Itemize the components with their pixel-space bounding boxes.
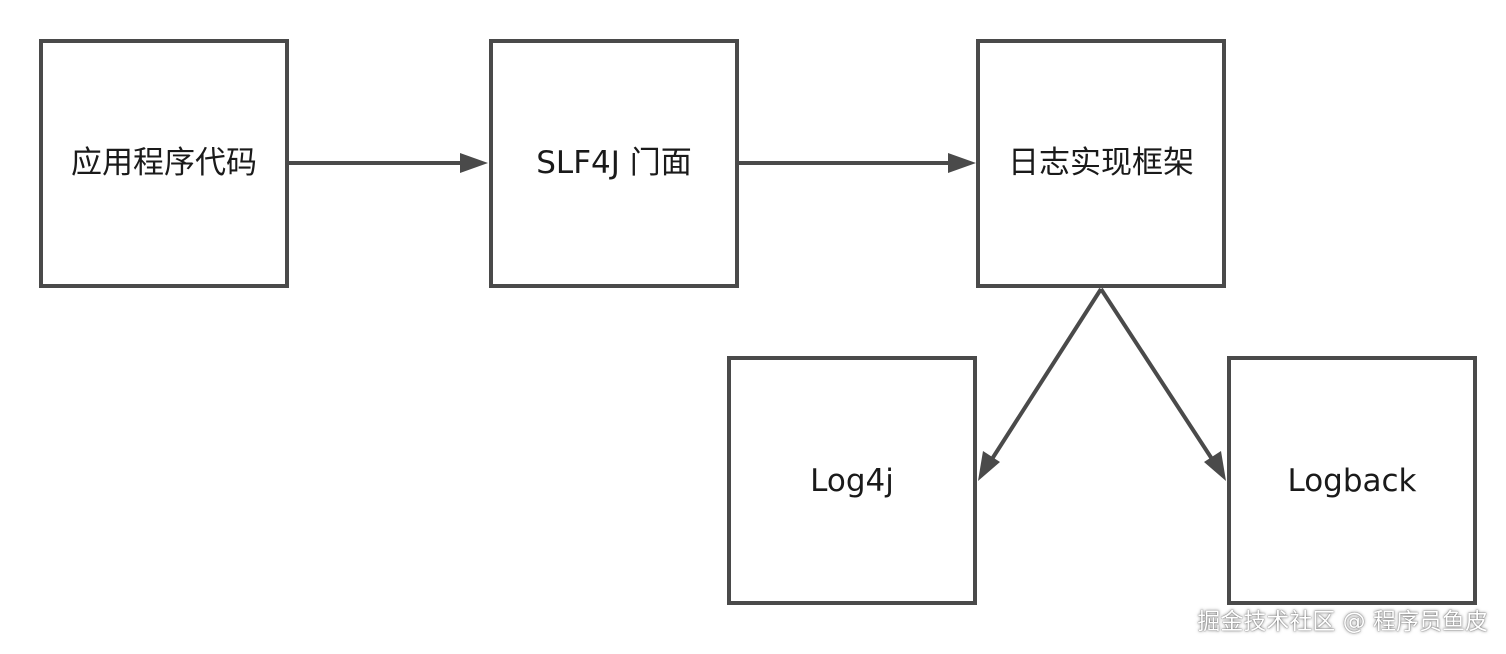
arrowhead-icon bbox=[978, 451, 1000, 481]
edge-app-code-to-slf4j bbox=[289, 153, 488, 173]
node-log4j-label: Log4j bbox=[810, 463, 894, 499]
edge-impl-to-logback bbox=[1099, 287, 1226, 481]
node-logback: Logback bbox=[1227, 356, 1477, 605]
node-logging-impl: 日志实现框架 bbox=[976, 39, 1226, 288]
arrowhead-icon bbox=[948, 153, 976, 173]
node-logging-impl-label: 日志实现框架 bbox=[1008, 145, 1194, 181]
watermark: 掘金技术社区 @ 程序员鱼皮 bbox=[1197, 609, 1488, 635]
edge-line bbox=[990, 287, 1103, 461]
edge-slf4j-to-impl bbox=[738, 153, 976, 173]
edge-line bbox=[1099, 287, 1214, 461]
node-app-code-label: 应用程序代码 bbox=[71, 145, 257, 181]
node-log4j: Log4j bbox=[727, 356, 977, 605]
node-logback-label: Logback bbox=[1287, 463, 1416, 499]
edge-impl-to-log4j bbox=[978, 287, 1103, 481]
node-app-code: 应用程序代码 bbox=[39, 39, 289, 288]
arrowhead-icon bbox=[1204, 451, 1226, 481]
node-slf4j-facade-label: SLF4J 门面 bbox=[536, 145, 692, 181]
arrowhead-icon bbox=[460, 153, 488, 173]
node-slf4j-facade: SLF4J 门面 bbox=[489, 39, 739, 288]
